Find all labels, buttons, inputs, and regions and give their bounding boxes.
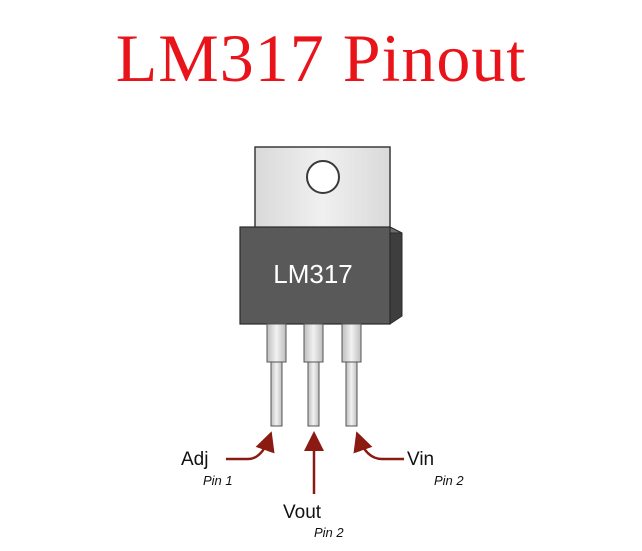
pin-number-vout: Pin 2 xyxy=(314,525,344,540)
arrow-vin xyxy=(353,431,404,461)
body-label: LM317 xyxy=(273,259,353,289)
arrow-adj xyxy=(226,431,275,461)
pin-label-vout: Vout xyxy=(283,502,322,523)
pin-lead-vout xyxy=(307,361,320,427)
pin-number-vin: Pin 2 xyxy=(434,473,464,488)
heatsink-tab xyxy=(254,146,391,236)
pin-lead-adj xyxy=(270,361,283,427)
pin-number-adj: Pin 1 xyxy=(203,473,233,488)
pin-label-vin: Vin xyxy=(407,449,434,470)
pin-lead-vin xyxy=(345,361,358,427)
mounting-hole xyxy=(306,160,340,194)
pin-arrows xyxy=(226,431,404,494)
package-body: LM317 xyxy=(239,226,403,325)
pin-label-adj: Adj xyxy=(181,449,208,470)
pin-leads xyxy=(270,361,358,427)
page-title: LM317 Pinout xyxy=(115,20,527,96)
pin-shoulders xyxy=(266,323,362,363)
